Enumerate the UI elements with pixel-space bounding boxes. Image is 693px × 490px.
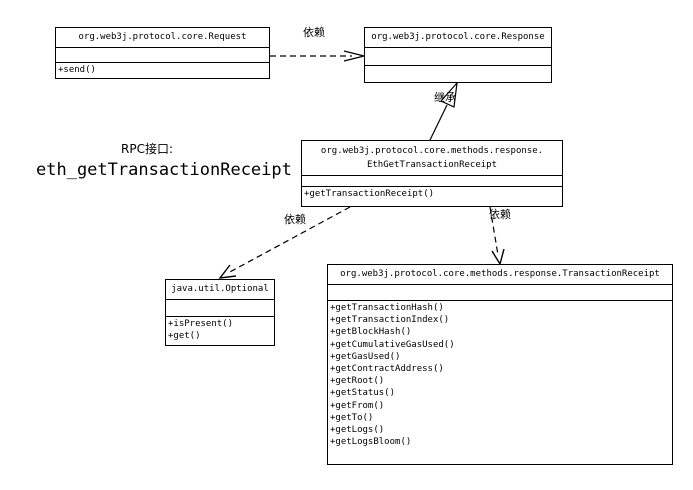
operation-is-present: +isPresent() [168,319,234,329]
class-transaction-receipt-attributes [328,285,672,301]
operation-get-root: +getRoot() [330,376,385,387]
dependency-arrowhead-response [343,50,365,62]
label-dependency-request-response: 依赖 [303,26,325,39]
inheritance-line [429,104,448,141]
class-eth-get-transaction-receipt: org.web3j.protocol.core.methods.response… [301,140,563,207]
class-transaction-receipt-name: org.web3j.protocol.core.methods.response… [328,265,672,285]
operation-get-contract-address: +getContractAddress() [330,364,444,375]
class-response-operations [365,66,551,68]
inheritance-arrowhead [440,81,458,108]
class-eth-get-transaction-receipt-operations: +getTransactionReceipt() [302,187,562,201]
class-request-operations: +send() [56,63,269,77]
class-eth-get-transaction-receipt-attributes [302,176,562,187]
operation-get-cumulative-gas-used: +getCumulativeGasUsed() [330,339,455,350]
label-dependency-receipt: 依赖 [489,208,511,221]
label-inheritance: 继承 [434,91,456,104]
class-transaction-receipt-operations: +getTransactionHash() +getTransactionInd… [328,301,672,449]
class-optional-operations: +isPresent() +get() [166,317,274,343]
operation-get-gas-used: +getGasUsed() [330,351,401,362]
class-response: org.web3j.protocol.core.Response [364,27,552,83]
class-optional: java.util.Optional +isPresent() +get() [165,279,275,346]
rpc-method: eth_getTransactionReceipt [36,160,292,180]
dependency-arrowhead-optional [218,264,237,279]
operation-get-from: +getFrom() [330,400,385,411]
operation-get-transaction-index: +getTransactionIndex() [330,315,450,326]
class-response-name: org.web3j.protocol.core.Response [365,28,551,48]
class-response-attributes [365,48,551,66]
class-request: org.web3j.protocol.core.Request +send() [55,27,270,79]
class-optional-attributes [166,300,274,317]
rpc-title: RPC接口: [121,142,173,156]
label-dependency-optional: 依赖 [284,213,306,226]
class-request-attributes [56,48,269,63]
class-name-line-2: EthGetTransactionReceipt [366,160,498,170]
operation-send: +send() [58,65,96,75]
class-optional-name: java.util.Optional [166,280,274,300]
dependency-line-receipt [489,206,499,256]
class-request-name: org.web3j.protocol.core.Request [56,28,269,48]
class-transaction-receipt: org.web3j.protocol.core.methods.response… [327,264,673,465]
operation-get-to: +getTo() [330,412,374,423]
dependency-line-optional [227,206,351,274]
operation-get-transaction-receipt: +getTransactionReceipt() [304,189,435,199]
class-name-line-1: org.web3j.protocol.core.methods.response… [320,146,544,156]
class-eth-get-transaction-receipt-name: org.web3j.protocol.core.methods.response… [302,141,562,176]
operation-get-logs-bloom: +getLogsBloom() [330,437,412,448]
operation-get-logs: +getLogs() [330,425,385,436]
operation-get-transaction-hash: +getTransactionHash() [330,303,444,313]
dependency-arrowhead-receipt [491,248,505,266]
operation-get: +get() [168,331,201,342]
operation-get-block-hash: +getBlockHash() [330,327,412,338]
operation-get-status: +getStatus() [330,388,396,399]
